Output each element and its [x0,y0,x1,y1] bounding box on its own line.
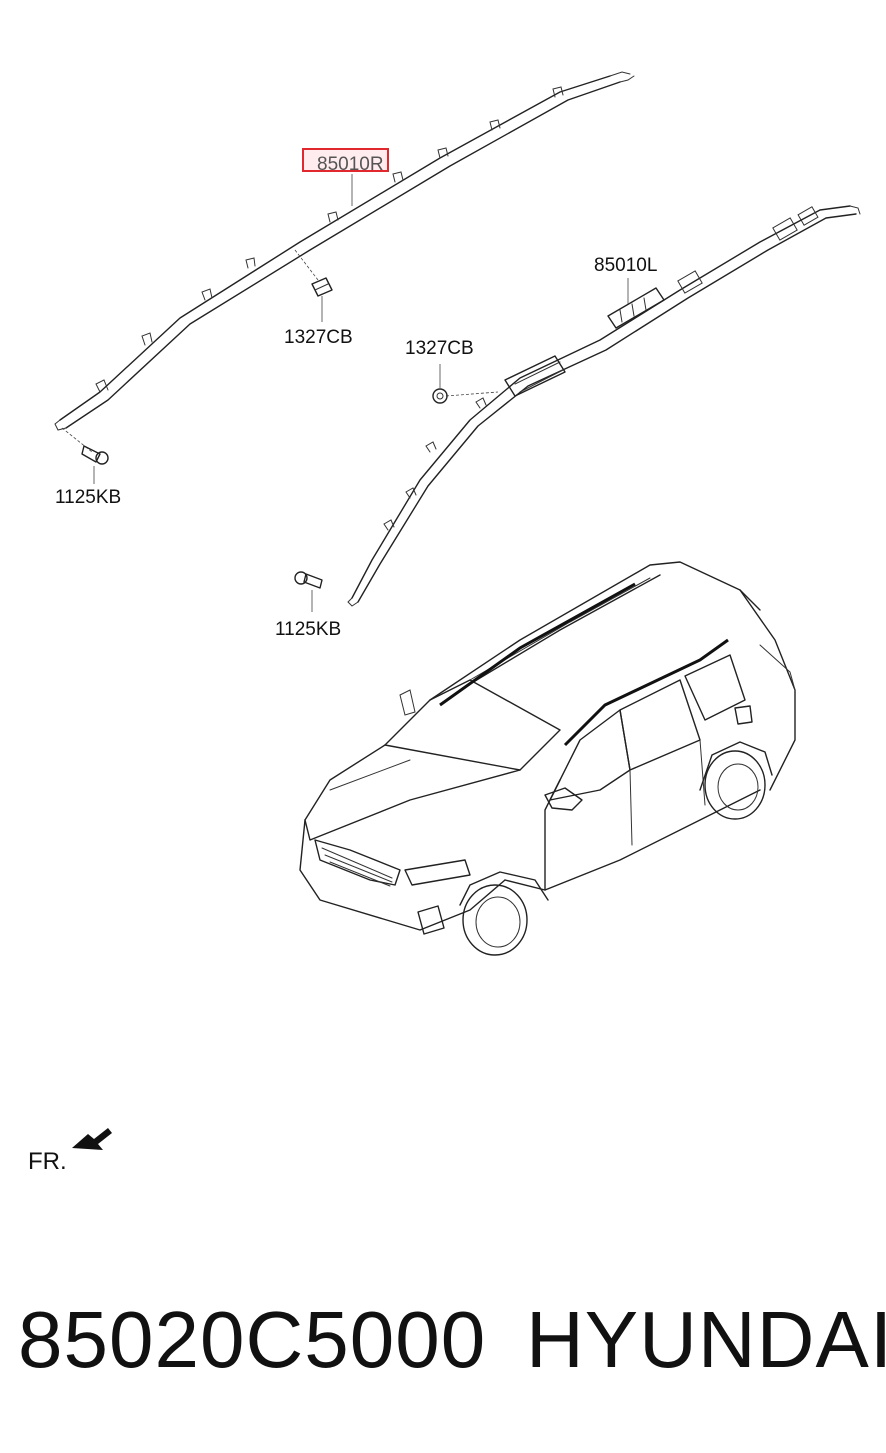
callout-85010R: 85010R [317,154,384,175]
callout-1125KB-upper: 1125KB [55,487,122,508]
curtain-airbag-right-drawing [54,71,635,453]
bolt-upper-drawing [81,445,109,484]
part-number: 85020C5000 [18,1295,487,1384]
vehicle-drawing [299,561,796,956]
clip-upper-drawing [311,277,333,322]
front-indicator-label: FR. [28,1148,67,1175]
callout-1327CB-upper: 1327CB [284,327,353,348]
brand-name: HYUNDAI [526,1295,886,1384]
front-arrow-icon [72,1128,112,1150]
highlight-box [302,148,389,172]
callout-85010L: 85010L [594,255,658,276]
callout-1327CB-lower: 1327CB [405,338,474,359]
curtain-airbag-left-drawing [347,205,861,607]
callout-1125KB-lower: 1125KB [275,619,342,640]
bolt-lower-drawing [294,571,323,612]
clip-lower-drawing [432,364,448,404]
